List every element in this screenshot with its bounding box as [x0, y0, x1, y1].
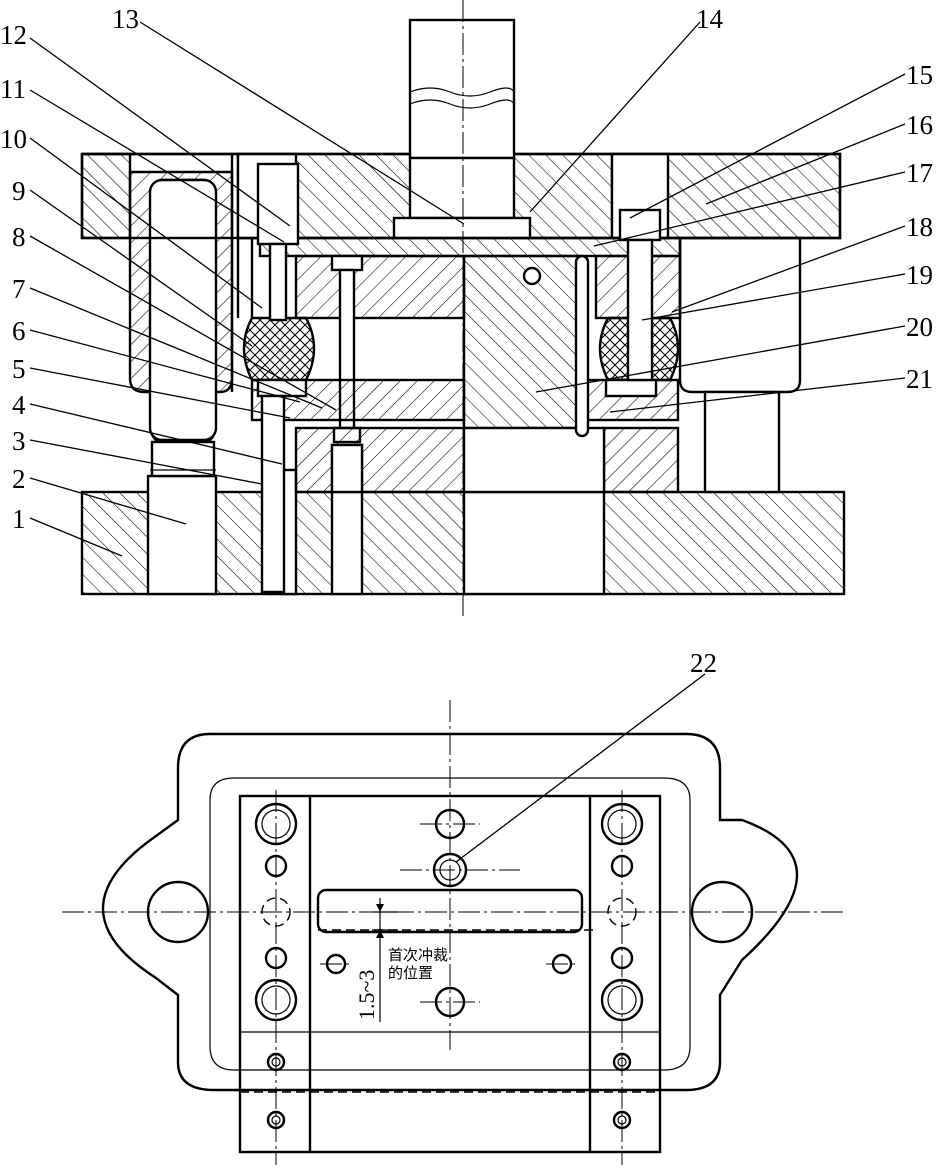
label-12: 12: [0, 20, 27, 50]
punch-fixing-plate: [294, 254, 682, 320]
label-10: 10: [0, 124, 27, 154]
label-3: 3: [12, 426, 26, 456]
label-2: 2: [12, 464, 26, 494]
label-8: 8: [12, 222, 26, 252]
label-19: 19: [906, 260, 933, 290]
dimension-text: 1.5~3: [354, 970, 379, 1020]
first-punch-note-line2: 的位置: [388, 964, 433, 982]
part-labels: 1 2 3 4 5 6 7 8 9 10 11 12 13 14 15 16 1…: [0, 4, 933, 678]
stripper-plate: [250, 378, 680, 422]
lower-die-block: [294, 426, 680, 494]
label-16: 16: [906, 110, 933, 140]
unloading-screws: [256, 162, 662, 594]
convex-concave-punch: [462, 254, 582, 430]
die-shank: [392, 18, 532, 240]
label-14: 14: [696, 4, 724, 34]
label-9: 9: [12, 176, 26, 206]
guide-sleeve-right: [678, 236, 802, 494]
label-15: 15: [906, 60, 933, 90]
label-7: 7: [12, 274, 26, 304]
rubber-elastomer: [242, 316, 680, 382]
label-6: 6: [12, 316, 26, 346]
lower-die-base-outline: [102, 732, 798, 1092]
guide-post-left: [128, 170, 234, 478]
feed-dimension: 1.5~3: [354, 898, 398, 1022]
label-21: 21: [906, 364, 933, 394]
label-4: 4: [12, 390, 26, 420]
label-22: 22: [690, 648, 717, 678]
label-20: 20: [906, 312, 933, 342]
section-view: [80, 0, 846, 620]
label-18: 18: [906, 212, 933, 242]
pin-hole: [522, 266, 542, 286]
leader-lines: [29, 21, 906, 863]
first-punch-note-line1: 首次冲裁: [388, 946, 448, 964]
stripper-plate-plan: [238, 794, 662, 1154]
plan-view: 1.5~3 首次冲裁 的位置: [62, 700, 846, 1165]
label-1: 1: [12, 504, 26, 534]
label-17: 17: [906, 158, 933, 188]
label-11: 11: [0, 74, 26, 104]
label-13: 13: [112, 4, 139, 34]
label-5: 5: [12, 354, 26, 384]
